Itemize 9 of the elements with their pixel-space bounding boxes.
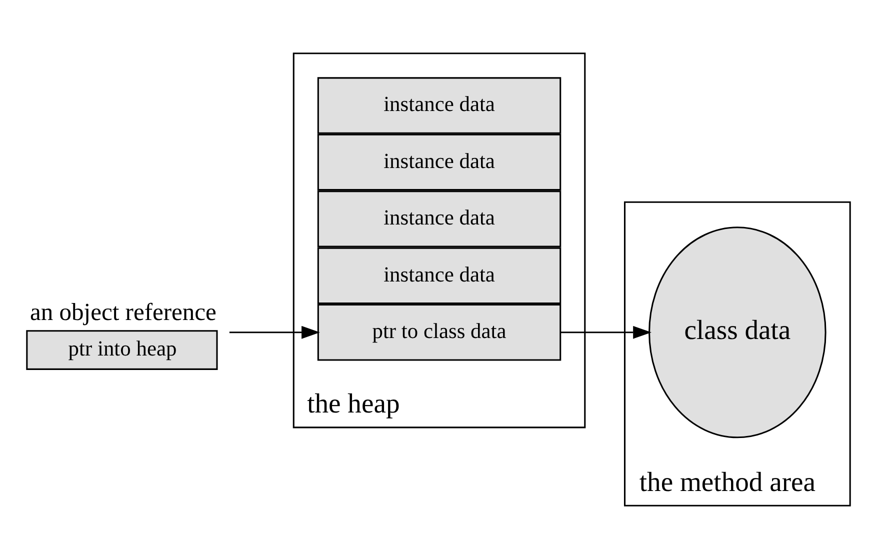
node-box: instance data (317, 134, 562, 191)
node-box: instance data (317, 247, 562, 304)
arrow (560, 326, 652, 339)
node-box: instance data (317, 190, 562, 248)
node-box: instance data (317, 77, 562, 134)
node-box: ptr to class data (317, 304, 562, 361)
arrow (229, 326, 320, 339)
node-label: an object reference (30, 298, 216, 326)
node-ellipse: class data (648, 226, 826, 438)
